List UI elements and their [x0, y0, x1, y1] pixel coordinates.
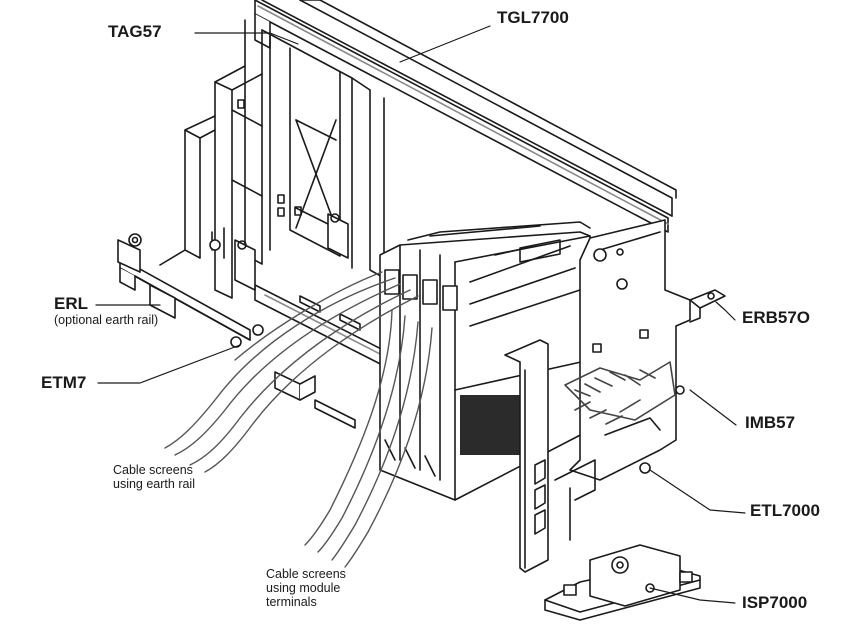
- caption-earth-rail: Cable screens using earth rail: [113, 463, 195, 491]
- caption-module-terminals-line3: terminals: [266, 595, 317, 609]
- label-imb57: IMB57: [745, 413, 796, 432]
- leader-tag57: [194, 32, 299, 45]
- module-stack: [379, 221, 591, 501]
- label-erb57o: ERB57O: [742, 308, 811, 327]
- imb57-plate: [564, 219, 691, 481]
- leader-erb57o: [715, 301, 736, 321]
- mounting-frame: [159, 19, 385, 299]
- caption-module-terminals-line1: Cable screens: [266, 567, 346, 581]
- leader-imb57: [689, 389, 737, 426]
- caption-earth-rail-line1: Cable screens: [113, 463, 193, 477]
- label-isp7000: ISP7000: [742, 593, 808, 612]
- label-etl7000: ETL7000: [750, 501, 820, 520]
- leader-etm7: [97, 344, 241, 384]
- leader-isp7000: [649, 587, 736, 604]
- erb57o-bracket: [689, 289, 726, 323]
- caption-module-terminals: Cable screens using module terminals: [266, 567, 346, 609]
- label-erl-sub: (optional earth rail): [54, 313, 159, 327]
- leader-etl7000: [649, 469, 746, 514]
- label-etm7: ETM7: [41, 373, 87, 392]
- front-bracket: [504, 339, 596, 573]
- leader-tgl7700: [399, 25, 491, 63]
- cables-earth-rail: [164, 271, 419, 473]
- erl-earth-rail: [117, 227, 264, 348]
- isp7000-foot: [544, 544, 701, 621]
- leader-lines: [95, 25, 746, 604]
- caption-module-terminals-line2: using module: [266, 581, 341, 595]
- label-tag57: TAG57: [108, 22, 162, 41]
- cables-module-terminals: [304, 309, 433, 568]
- tgl7700-rail: [254, 0, 677, 233]
- label-erl: ERL: [54, 294, 88, 313]
- connector-tabs: [234, 213, 349, 291]
- caption-earth-rail-line2: using earth rail: [113, 477, 195, 491]
- etm7-clips: [274, 371, 356, 429]
- label-tgl7700: TGL7700: [497, 8, 569, 27]
